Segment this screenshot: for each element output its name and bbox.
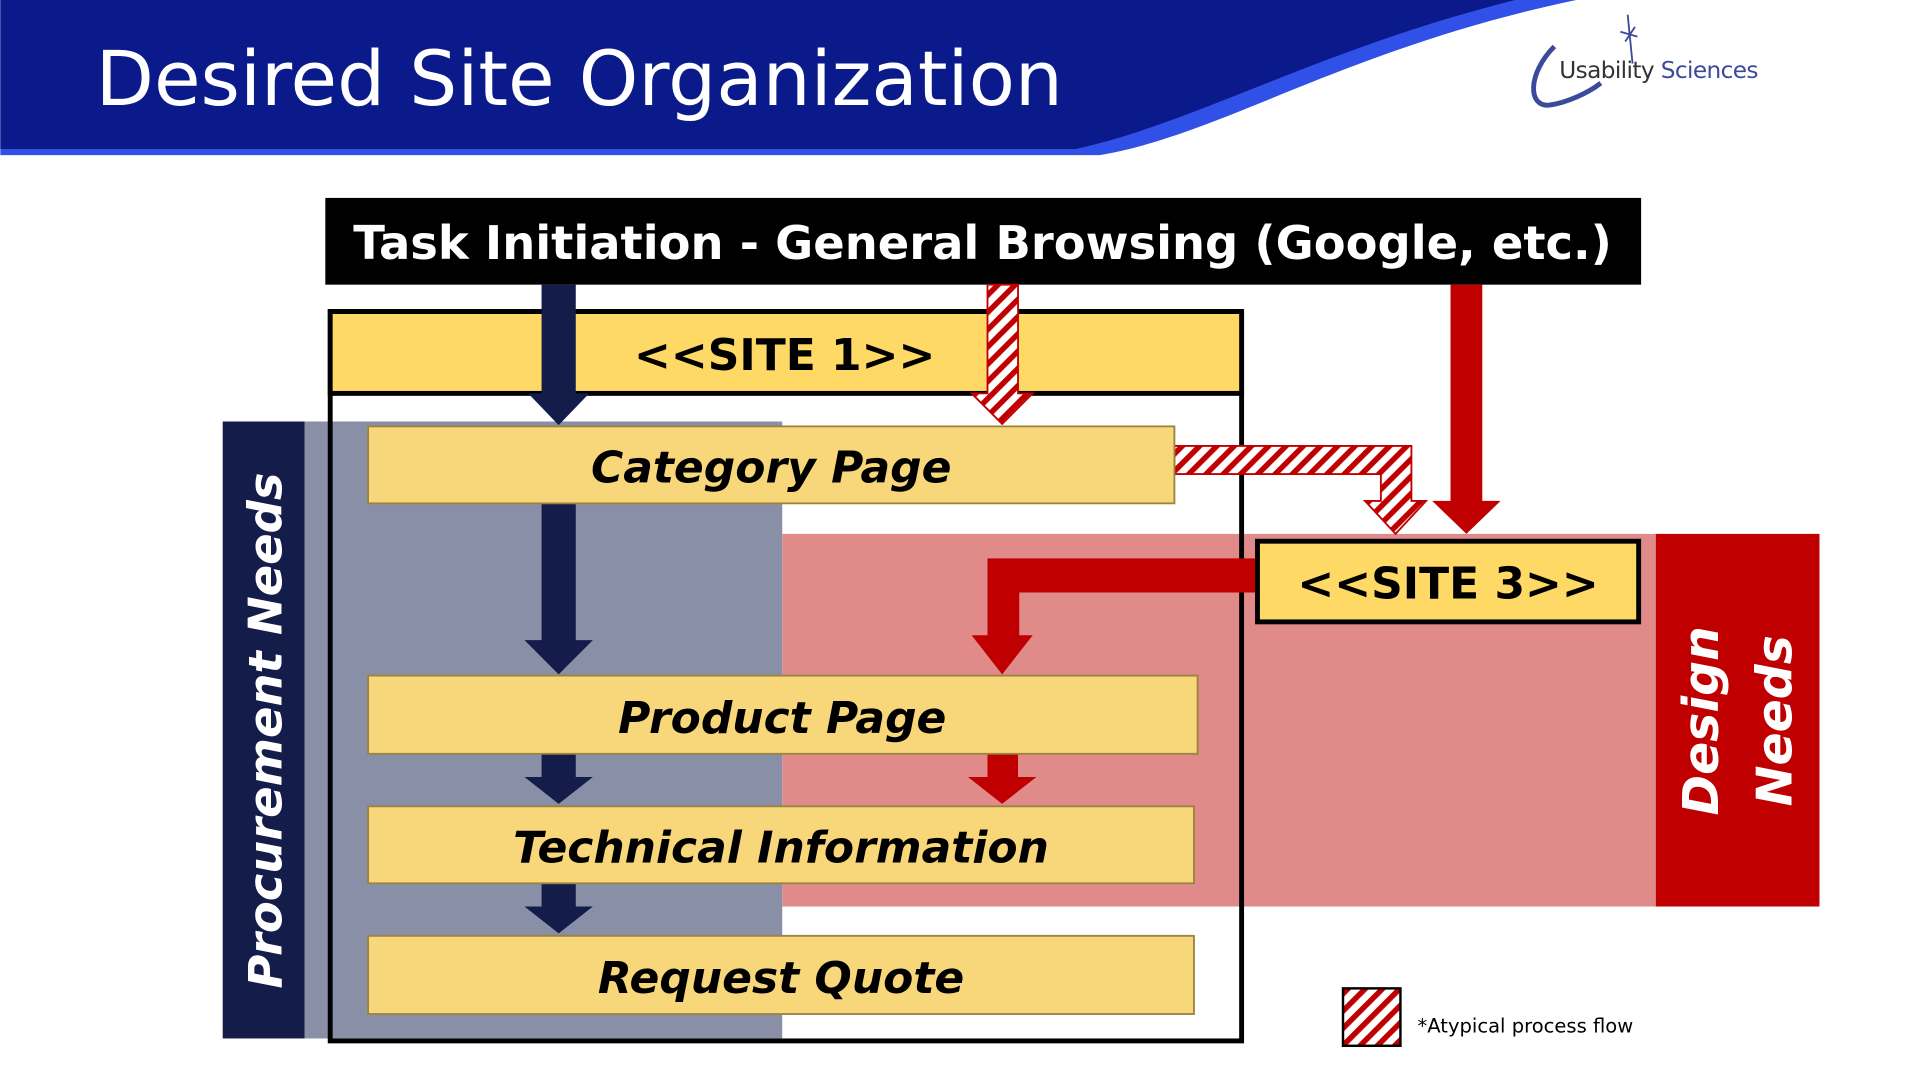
task-initiation-bar <box>325 197 1642 285</box>
task-initiation-label: Task Initiation - General Browsing (Goog… <box>353 216 1612 270</box>
site1-header <box>327 309 1245 396</box>
request-quote-label: Request Quote <box>598 953 964 1004</box>
product-page-label: Product Page <box>618 693 946 744</box>
request-quote-box: Request Quote <box>367 934 1195 1015</box>
procurement-band <box>222 421 305 1039</box>
category-page-label: Category Page <box>591 443 952 494</box>
technical-information-box: Technical Information <box>367 805 1195 885</box>
design-band <box>1655 533 1820 907</box>
header-band <box>0 0 1577 156</box>
legend-label: *Atypical process flow <box>1418 1014 1634 1037</box>
technical-information-label: Technical Information <box>513 823 1049 874</box>
design-flow-arrows <box>967 284 1501 804</box>
site1-label: <<SITE 1>> <box>634 330 935 381</box>
category-page-box: Category Page <box>367 425 1176 505</box>
procurement-label: Procurement Needs <box>238 473 292 989</box>
product-page-box: Product Page <box>367 674 1199 755</box>
svg-text:Usability Sciences: Usability Sciences <box>1559 57 1758 84</box>
design-label-1: Design <box>1673 626 1730 815</box>
page-title: Desired Site Organization <box>96 35 1063 123</box>
site3-box <box>1255 538 1642 625</box>
legend-hatch-swatch <box>1341 987 1402 1048</box>
usability-sciences-logo: Usability Sciences <box>1531 14 1758 108</box>
procurement-flow-arrows <box>524 284 593 934</box>
design-label-2: Needs <box>1746 635 1803 806</box>
site3-label: <<SITE 3>> <box>1297 559 1598 610</box>
atypical-flow-arrows <box>969 283 1429 536</box>
